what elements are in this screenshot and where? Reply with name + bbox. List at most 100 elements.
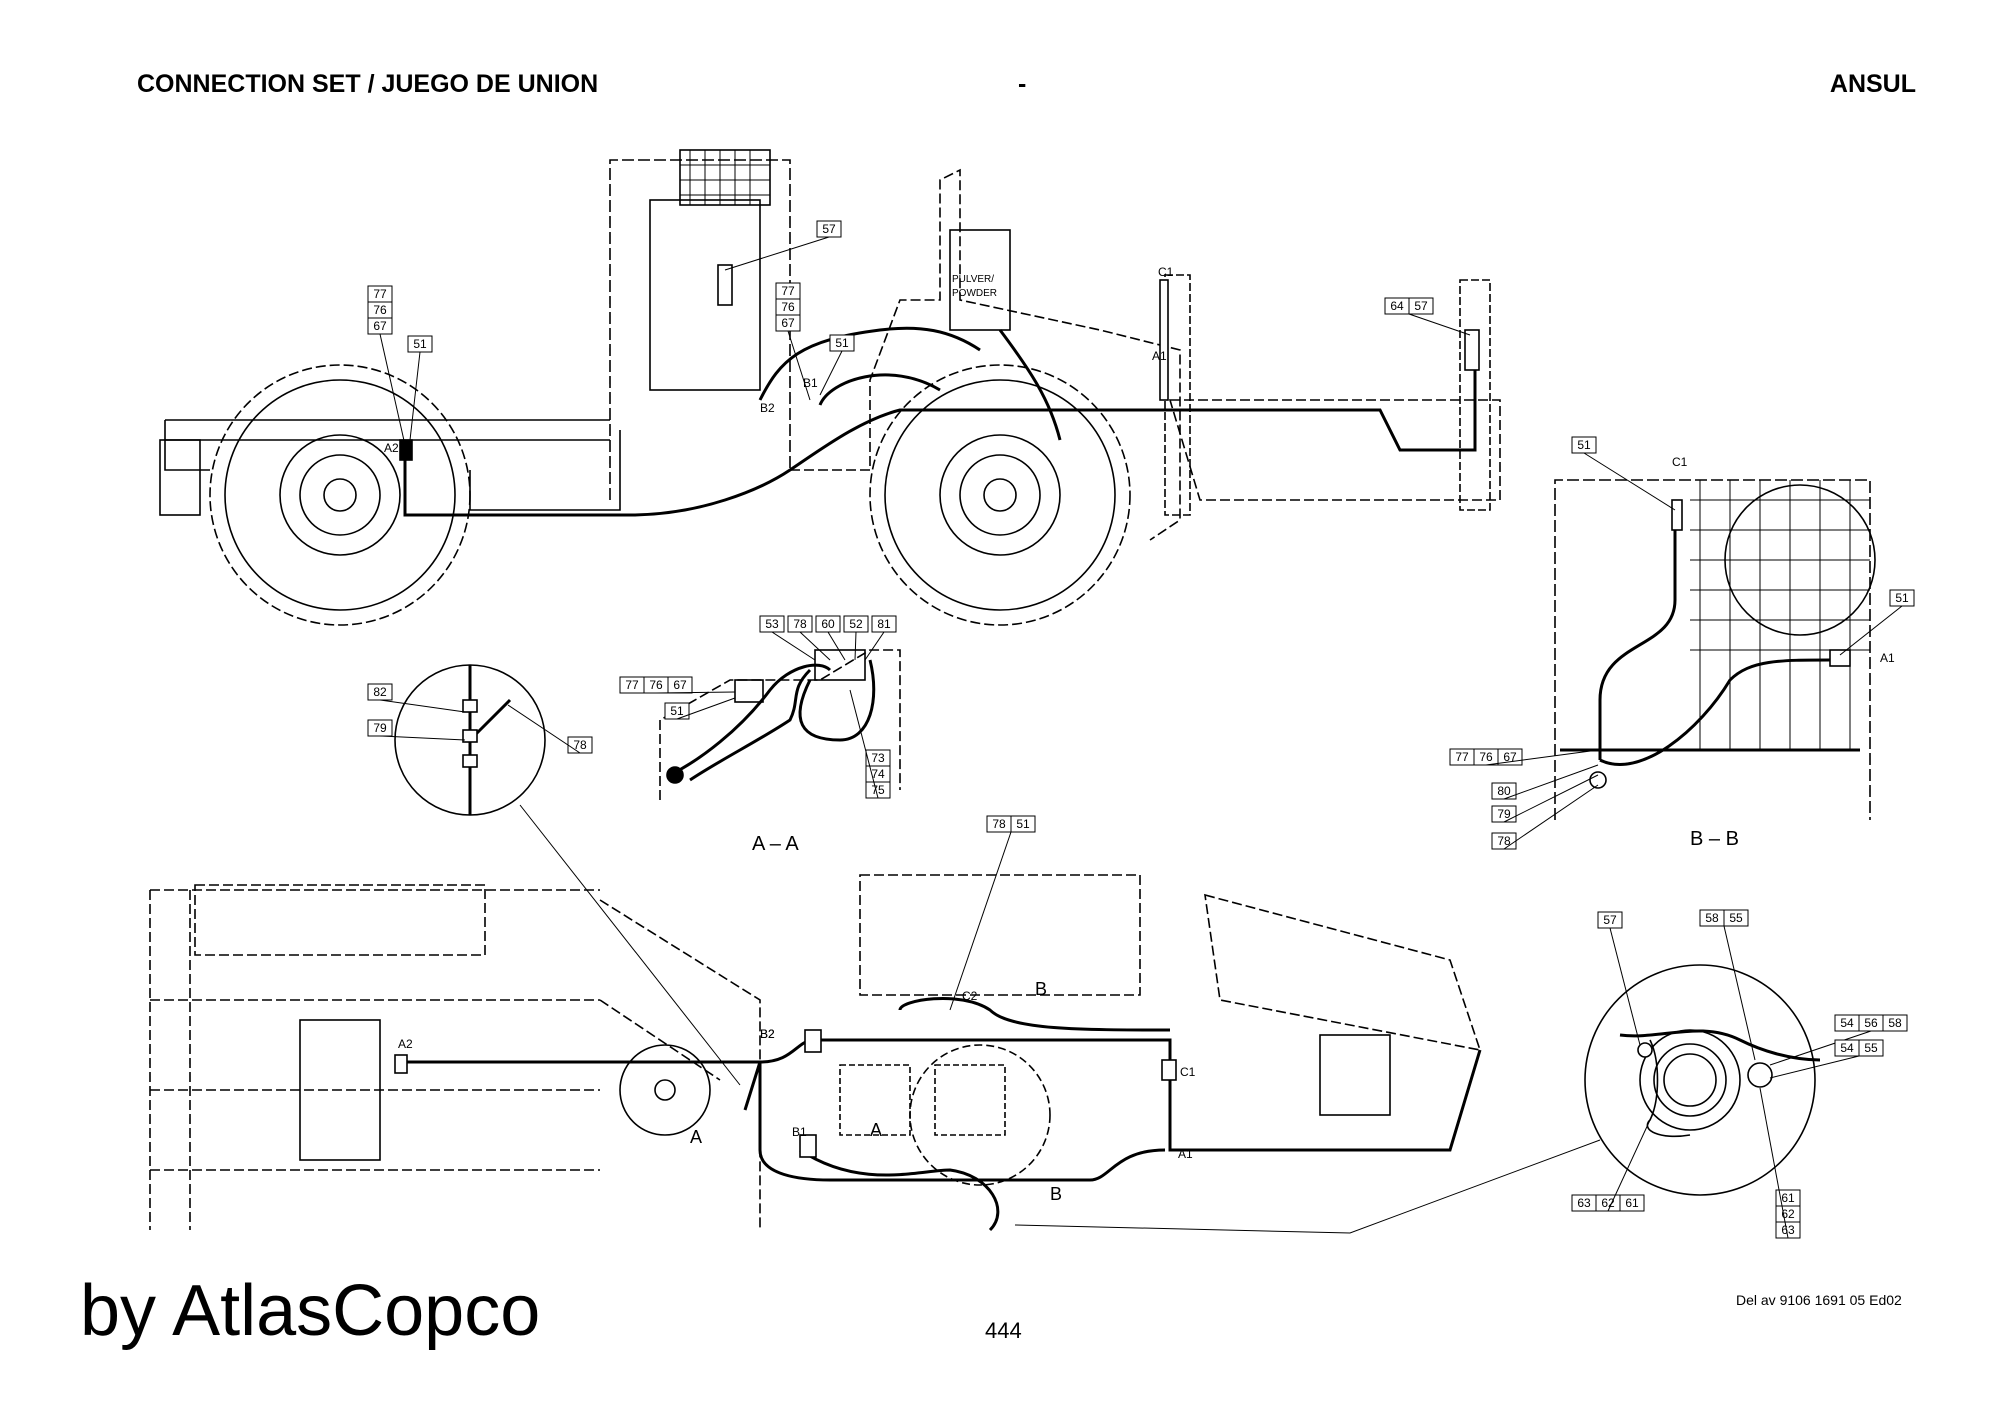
leader-line: [827, 631, 846, 661]
callout-c2: 51: [407, 335, 433, 441]
callout-c20: 73 74 75: [849, 689, 891, 799]
detail-view-cylinder: [1584, 964, 1821, 1196]
callout-c21: 82: [367, 683, 466, 713]
part-number: 61: [1625, 1196, 1639, 1210]
tank-label-line2: POWDER: [952, 288, 997, 299]
point-label: C2: [962, 989, 978, 1003]
part-number: 51: [413, 337, 427, 351]
part-number: 51: [1895, 591, 1909, 605]
part-number: 51: [670, 704, 684, 718]
part-number: 79: [1497, 807, 1511, 821]
leader-line: [1759, 1087, 1789, 1239]
callout-c5: 51: [819, 334, 855, 396]
point-label: C1: [1158, 265, 1174, 279]
part-number: 80: [1497, 784, 1511, 798]
part-number: 75: [871, 783, 885, 797]
callout-c23: 78: [507, 704, 593, 754]
document-reference: Del av 9106 1691 05 Ed02: [1736, 1292, 1902, 1308]
point-label: B2: [760, 1027, 775, 1041]
part-number: 67: [673, 678, 687, 692]
leader-line: [849, 689, 879, 799]
part-number: 74: [871, 767, 885, 781]
callout-c7: 51: [1571, 436, 1676, 511]
part-number: 67: [1503, 750, 1517, 764]
part-number: 57: [1603, 913, 1617, 927]
leader-line: [1723, 925, 1756, 1061]
part-number: 54: [1840, 1016, 1854, 1030]
point-label: B2: [760, 401, 775, 415]
leader-line: [819, 350, 843, 396]
side-view: [159, 149, 1501, 626]
leader-line: [771, 631, 816, 661]
leader-line: [1769, 1055, 1860, 1079]
part-number: 79: [373, 721, 387, 735]
watermark-text: by AtlasCopco: [80, 1271, 541, 1351]
part-number: 51: [1577, 438, 1591, 452]
point-label: A2: [398, 1037, 413, 1051]
part-number: 58: [1705, 911, 1719, 925]
part-number: 76: [781, 300, 795, 314]
part-number: 55: [1864, 1041, 1878, 1055]
part-number: 61: [1781, 1191, 1795, 1205]
callout-c26: 58 55: [1699, 909, 1756, 1061]
part-number: 81: [877, 617, 891, 631]
section-title-b-b: B – B: [1690, 828, 1739, 850]
section-a-a-view: [659, 649, 901, 800]
part-number: 77: [625, 678, 639, 692]
part-number: 51: [1016, 817, 1030, 831]
leader-line: [1503, 764, 1599, 800]
leader-line: [379, 699, 466, 713]
part-number: 77: [373, 287, 387, 301]
callout-c14: 78: [787, 615, 831, 661]
part-number: 54: [1840, 1041, 1854, 1055]
point-label: A: [690, 1127, 702, 1147]
callout-box: [1010, 815, 1036, 833]
part-number: 63: [1577, 1196, 1591, 1210]
point-label: B: [1050, 1184, 1062, 1204]
section-title-a-a: A – A: [752, 833, 799, 855]
leader-line: [864, 631, 885, 661]
part-number: 78: [573, 738, 587, 752]
callout-box: [1723, 909, 1749, 927]
section-b-b-view: [1554, 479, 1876, 820]
leader-line: [507, 704, 581, 754]
callout-c10: 80: [1491, 764, 1599, 800]
callout-box: [1882, 1014, 1908, 1032]
part-number: 78: [793, 617, 807, 631]
callout-box: [1858, 1039, 1884, 1057]
header-separator: -: [1018, 70, 1027, 98]
point-label: B: [1035, 979, 1047, 999]
callout-c17: 81: [864, 615, 897, 661]
leader-line: [1839, 605, 1903, 656]
point-label: B1: [803, 376, 818, 390]
callout-c15: 60: [815, 615, 846, 661]
part-number: 67: [373, 319, 387, 333]
callout-c8: 51: [1839, 589, 1915, 656]
tank-label-line1: PULVER/: [952, 274, 994, 285]
callout-box: [1619, 1194, 1645, 1212]
part-number: 73: [871, 751, 885, 765]
brand-name: ANSUL: [1829, 70, 1916, 98]
part-number: 78: [1497, 834, 1511, 848]
leader-line: [655, 691, 736, 694]
part-number: 52: [849, 617, 863, 631]
part-number: 82: [373, 685, 387, 699]
point-label: B1: [792, 1125, 807, 1139]
page-title: CONNECTION SET / JUEGO DE UNION: [137, 70, 599, 98]
part-number: 55: [1729, 911, 1743, 925]
leader-line: [1609, 927, 1641, 1046]
point-label: C1: [1672, 455, 1688, 469]
point-label: A2: [384, 441, 399, 455]
callout-c22: 79: [367, 719, 466, 741]
part-number: 77: [1455, 750, 1469, 764]
leader-line: [1503, 784, 1599, 850]
part-number: 78: [992, 817, 1006, 831]
part-number: 62: [1781, 1207, 1795, 1221]
part-number: 53: [765, 617, 779, 631]
part-number: 62: [1601, 1196, 1615, 1210]
